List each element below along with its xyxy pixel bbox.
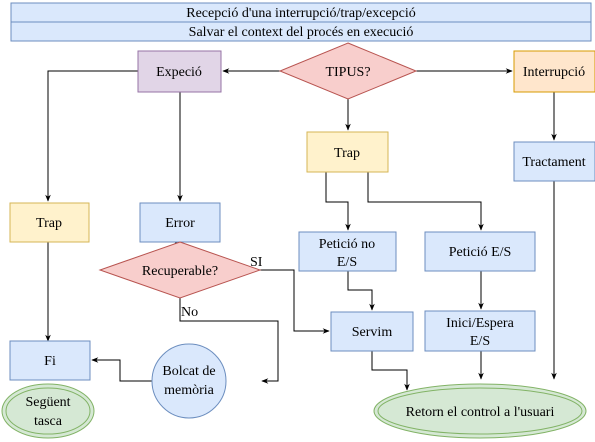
edge-trap-peticio-no-es [325,172,351,231]
inici-espera-label-2: E/S [470,334,490,349]
retorn-label: Retorn el control a l'usuari [406,405,555,420]
trap-center-box [306,131,389,173]
fi-box [9,340,91,381]
edge-trap-peticio-es [367,172,484,231]
edge-peticio-no-es-servim [347,271,375,311]
edges [45,68,557,391]
edge-recuperable-servim [260,269,330,334]
seguent-tasca-label-1: Següent [25,395,70,410]
tipus-label: TIPUS? [325,65,370,80]
peticio-es-label: Petició E/S [449,245,512,260]
edge-label-si: SI [250,255,263,270]
retorn-outer [373,383,587,439]
peticio-no-es-label-1: Petició no [319,237,375,252]
excepcio-box [137,50,222,93]
error-box [139,202,221,243]
servim-box [330,311,414,352]
edge-excepcio-trap [45,70,138,202]
edge-label-no: No [181,305,198,320]
interrupcio-label: Interrupció [523,65,585,80]
header-box-2 [10,21,592,42]
bolcat-circle [151,343,227,419]
seguent-tasca-label-2: tasca [34,414,63,429]
bolcat-label-1: Bolcat de [162,364,215,379]
recuperable-label: Recuperable? [142,264,218,279]
edge-recuperable-bolcat [179,298,279,384]
tractament-box [513,141,595,182]
seguent-tasca-inner [5,387,91,435]
servim-label: Servim [352,325,393,340]
excepcio-label: Expeció [156,65,202,80]
trap-left-label: Trap [36,216,62,231]
trap-left-box [9,202,90,243]
inici-espera-label-1: Inici/Espera [446,316,514,331]
interrupcio-box [513,50,595,93]
edge-servim-retorn [371,351,410,391]
peticio-no-es-label-2: E/S [337,255,357,270]
edge-bolcat-fi [91,357,152,382]
seguent-tasca-outer [1,383,95,439]
trap-center-label: Trap [334,146,360,161]
header-line-1: Recepció d'una interrupció/trap/excepció [186,6,416,21]
fi-label: Fi [44,354,56,369]
peticio-no-es-box [298,231,397,272]
recuperable-decision [98,241,262,299]
error-label: Error [165,216,195,231]
retorn-inner [377,387,583,435]
inici-espera-box [424,310,536,352]
tipus-decision [278,42,418,100]
tractament-label: Tractament [522,155,585,170]
peticio-es-box [424,231,536,272]
header-line-2: Salvar el context del procés en execució [189,25,414,40]
bolcat-label-2: memòria [164,383,215,398]
